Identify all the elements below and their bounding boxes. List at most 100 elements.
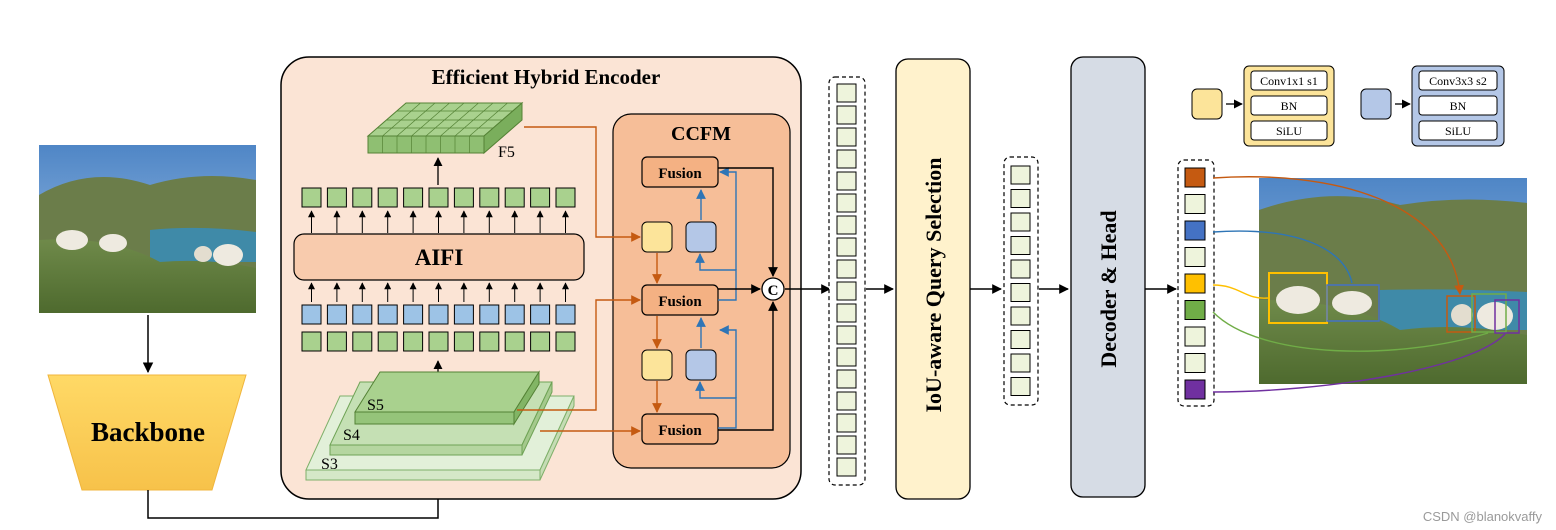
aifi-output-token (479, 187, 500, 208)
selected-query-token (1010, 353, 1031, 373)
encoder-output-token (836, 149, 857, 169)
backbone-to-encoder-arrow (147, 484, 444, 519)
encoder-output-token (836, 127, 857, 147)
position-embedding-token (555, 304, 576, 325)
fusion-label-bottom: Fusion (658, 423, 702, 439)
conv3x3-block-lower (685, 349, 717, 381)
position-embedding-token (352, 304, 373, 325)
output-image (1259, 178, 1527, 384)
legend-layer-label: BN (1450, 99, 1467, 113)
legend-layer-label: Conv3x3 s2 (1429, 74, 1487, 88)
selected-query-token (1010, 189, 1031, 208)
encoder-output-token (836, 325, 857, 345)
fusion-label-top: Fusion (658, 166, 702, 182)
flattened-feature-token (530, 331, 551, 352)
watermark: CSDN @blanokvaffy (1422, 509, 1542, 524)
encoder-output-token (836, 259, 857, 279)
aifi-block (293, 233, 585, 281)
legend-layer-box (1250, 70, 1328, 91)
prediction-query-token (1184, 300, 1206, 320)
encoder-output-token (836, 303, 857, 323)
prediction-query-token (1184, 273, 1206, 294)
conv1x1-block-lower (641, 349, 673, 381)
position-embedding-token (403, 304, 424, 325)
ccfm-blue-arrows (695, 167, 737, 429)
position-embedding-token (479, 304, 500, 325)
encoder-title: Efficient Hybrid Encoder (432, 65, 661, 89)
aifi-output-token (504, 187, 525, 208)
flattened-feature-token (403, 331, 424, 352)
s3-label: S3 (321, 456, 338, 473)
legend-layer-box (1250, 120, 1328, 141)
flattened-feature-token (352, 331, 373, 352)
prediction-query-token (1184, 167, 1206, 188)
concat-label: C (768, 283, 779, 299)
encoder-output-token (836, 171, 857, 191)
selected-query-token (1010, 283, 1031, 302)
flattened-feature-token (453, 331, 474, 352)
aifi-output-token (555, 187, 576, 208)
encoder-output-token (836, 105, 857, 125)
prediction-link-curves (1212, 176, 1506, 393)
selected-query-token (1010, 306, 1031, 326)
legend-layer-box (1250, 95, 1328, 116)
prediction-query-token (1184, 353, 1206, 373)
s5-feature-map (354, 370, 540, 426)
aifi-output-token (326, 187, 347, 208)
encoder-output-token (836, 237, 857, 257)
encoder-output-token (836, 193, 857, 213)
conv3x3-block-upper (685, 221, 717, 253)
s4-label: S4 (343, 427, 360, 444)
prediction-query-token (1184, 220, 1206, 241)
selected-query-token (1010, 377, 1031, 396)
prediction-query-token (1184, 326, 1206, 347)
aifi-output-token (377, 187, 398, 208)
selected-query-token (1010, 212, 1031, 232)
legend-layer-box (1418, 120, 1498, 141)
concat-node (761, 277, 785, 301)
aifi-input-position-row (301, 304, 576, 325)
aifi-output-token-row (301, 187, 576, 208)
legend-layer-label: Conv1x1 s1 (1260, 74, 1318, 88)
legend-layer-label: SiLU (1276, 124, 1302, 138)
prediction-query-token (1184, 247, 1206, 267)
aifi-input-token-row (301, 331, 576, 352)
legend-blue-swatch (1360, 88, 1392, 120)
query-selection-block (895, 58, 971, 500)
backbone-label: Backbone (91, 417, 205, 447)
f5-label: F5 (498, 144, 515, 161)
prediction-query-token (1184, 194, 1206, 214)
legend-layer-label: SiLU (1445, 124, 1471, 138)
aifi-output-token (403, 187, 424, 208)
aifi-output-token (530, 187, 551, 208)
flattened-feature-token (479, 331, 500, 352)
encoder-output-token (836, 391, 857, 411)
position-embedding-token (530, 304, 551, 325)
aifi-output-token (352, 187, 373, 208)
ccfm-black-arrows (718, 167, 831, 431)
aifi-output-token (453, 187, 474, 208)
flattened-feature-token (326, 331, 347, 352)
encoder-output-token (836, 83, 857, 103)
s5-label: S5 (367, 397, 384, 414)
query-selection-label: IoU-aware Query Selection (921, 158, 946, 413)
decoder-head-label: Decoder & Head (1096, 210, 1121, 367)
prediction-query-tokens (1184, 167, 1206, 400)
selected-query-tokens (1010, 165, 1031, 396)
encoder-output-token (836, 215, 857, 235)
ccfm-title: CCFM (671, 123, 731, 145)
encoder-output-token (836, 435, 857, 455)
flattened-feature-token (301, 331, 322, 352)
legend-layer-box (1418, 70, 1498, 91)
flattened-feature-token (555, 331, 576, 352)
position-embedding-token (377, 304, 398, 325)
encoder-output-tokens (836, 83, 857, 477)
decoder-head-block (1070, 56, 1146, 498)
encoder-output-token (836, 347, 857, 367)
legend-yellow-swatch (1191, 88, 1223, 120)
prediction-query-token (1184, 379, 1206, 400)
legend-layer-label: BN (1281, 99, 1298, 113)
aifi-output-token (428, 187, 449, 208)
position-embedding-token (301, 304, 322, 325)
